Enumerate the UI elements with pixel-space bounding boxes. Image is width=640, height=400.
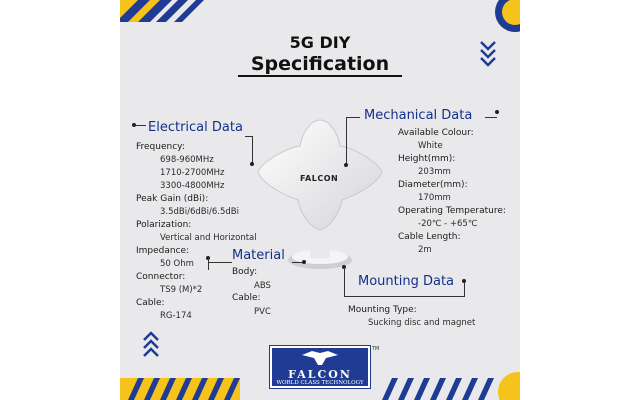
- connector-dot: [302, 260, 306, 264]
- body-value: ABS: [254, 281, 271, 291]
- material-heading: Material: [232, 248, 285, 263]
- connector-line: [208, 262, 232, 263]
- antenna-image: [257, 119, 383, 269]
- connector-line: [292, 262, 304, 263]
- cable-length-value: 2m: [418, 245, 432, 255]
- cable-label: Cable:: [136, 298, 165, 308]
- decorative-shapes: [120, 0, 520, 400]
- connector-line: [252, 136, 253, 164]
- logo-tm: TM: [372, 346, 380, 352]
- connector-line: [346, 117, 360, 118]
- cable-value: RG-174: [160, 311, 192, 321]
- gain-value: 3.5dBi/6dBi/6.5dBi: [160, 207, 239, 217]
- body-label: Body:: [232, 267, 258, 277]
- connector-label: Connector:: [136, 272, 186, 282]
- connector-dot: [344, 163, 348, 167]
- logo-tagline: WORLD CLASS TECHNOLOGY: [276, 380, 364, 386]
- connector-line: [245, 136, 253, 137]
- gain-label: Peak Gain (dBi):: [136, 194, 209, 204]
- colour-value: White: [418, 141, 443, 151]
- title-line1: 5G DIY: [289, 33, 351, 52]
- mounting-heading: Mounting Data: [358, 274, 455, 289]
- diameter-label: Diameter(mm):: [398, 180, 468, 190]
- polarization-value: Vertical and Horizontal: [160, 233, 257, 243]
- connector-dot: [462, 279, 466, 283]
- polarization-label: Polarization:: [136, 220, 192, 230]
- frequency-value-1: 698-960MHz: [160, 155, 214, 165]
- connector-line: [344, 267, 345, 297]
- connector-dot: [250, 162, 254, 166]
- title-line2: Specification: [250, 53, 390, 75]
- connector-line: [208, 258, 209, 270]
- diameter-value: 170mm: [418, 193, 451, 203]
- mechanical-heading: Mechanical Data: [364, 108, 473, 123]
- connector-line: [464, 282, 465, 297]
- connector-line: [344, 296, 464, 297]
- impedance-label: Impedance:: [136, 246, 190, 256]
- impedance-value: 50 Ohm: [160, 259, 194, 269]
- logo-name: FALCON: [288, 368, 352, 381]
- temperature-value: -20℃ - +65℃: [418, 219, 478, 229]
- connector-value: TS9 (M)*2: [160, 285, 203, 295]
- falcon-bird-icon: [302, 351, 338, 365]
- frequency-value-3: 3300-4800MHz: [160, 181, 225, 191]
- connector-line: [346, 117, 347, 165]
- connector-dot: [495, 110, 499, 114]
- spec-panel: 5G DIY Specification FALCON Electrical D…: [120, 0, 520, 400]
- temperature-label: Operating Temperature:: [398, 206, 506, 216]
- frequency-value-2: 1710-2700MHz: [160, 168, 225, 178]
- height-label: Height(mm):: [398, 154, 456, 164]
- material-cable-value: PVC: [254, 307, 271, 317]
- electrical-heading: Electrical Data: [148, 120, 243, 135]
- frequency-label: Frequency:: [136, 142, 185, 152]
- mounting-type-value: Sucking disc and magnet: [368, 318, 476, 328]
- cable-length-label: Cable Length:: [398, 232, 461, 242]
- colour-label: Available Colour:: [398, 128, 474, 138]
- falcon-logo: FALCON WORLD CLASS TECHNOLOGY: [269, 345, 371, 389]
- mounting-type-label: Mounting Type:: [348, 305, 417, 315]
- antenna-brand: FALCON: [300, 174, 339, 183]
- material-cable-label: Cable:: [232, 293, 261, 303]
- connector-line: [134, 125, 146, 126]
- connector-line: [485, 117, 497, 118]
- height-value: 203mm: [418, 167, 451, 177]
- title-underline: [238, 75, 402, 77]
